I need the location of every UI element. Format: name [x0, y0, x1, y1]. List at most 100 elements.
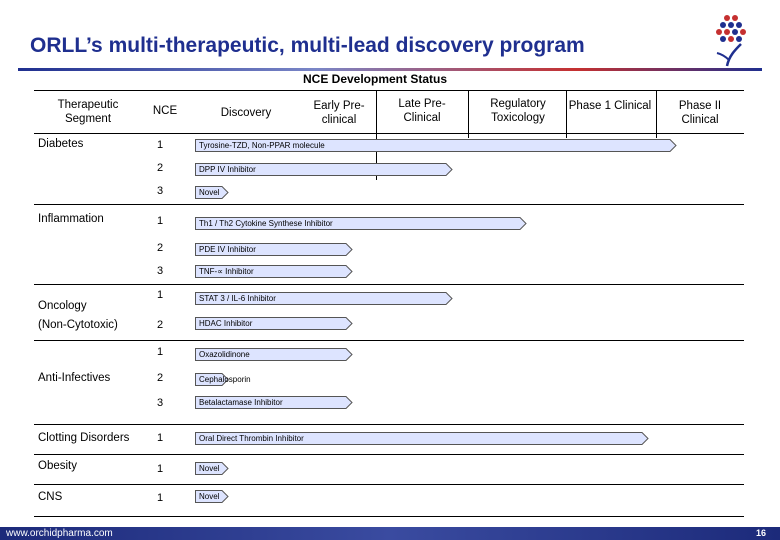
header-phase-2: Phase II Clinical [678, 100, 722, 126]
nce-number: 3 [156, 265, 164, 277]
progress-arrow: DPP IV Inhibitor [195, 163, 453, 176]
progress-arrow: Novel [195, 186, 229, 199]
page-title: ORLL’s multi-therapeutic, multi-lead dis… [30, 34, 585, 57]
header-regulatory-toxicology: Regulatory Toxicology [490, 98, 546, 124]
nce-number: 1 [156, 432, 164, 444]
segment-cns: CNS [38, 491, 63, 503]
row-divider [34, 284, 744, 285]
progress-arrow: Betalactamase Inhibitor [195, 396, 353, 409]
nce-number: 3 [156, 185, 164, 197]
nce-number: 1 [156, 346, 164, 358]
stage-divider [566, 90, 567, 138]
stage-divider [656, 90, 657, 138]
segment-clotting-disorders: Clotting Disorders [38, 432, 130, 444]
progress-arrow: Oxazolidinone [195, 348, 353, 361]
header-phase-1: Phase 1 Clinical [568, 100, 652, 112]
row-divider [34, 424, 744, 425]
nce-number: 1 [156, 463, 164, 475]
nce-number: 1 [156, 492, 164, 504]
arrow-shape [195, 348, 353, 361]
progress-arrow: Tyrosine-TZD, Non-PPAR molecule [195, 139, 677, 152]
compound-label: Novel [199, 188, 220, 197]
compound-label: Oral Direct Thrombin Inhibitor [199, 434, 304, 443]
arrow-body [195, 217, 527, 230]
segment-oncology-subtitle: (Non-Cytotoxic) [38, 319, 118, 331]
progress-arrow: Oral Direct Thrombin Inhibitor [195, 432, 649, 445]
nce-number: 1 [156, 215, 164, 227]
footer-bar: www.orchidpharma.com 16 [0, 527, 780, 540]
segment-inflammation: Inflammation [38, 213, 104, 225]
arrow-shape [195, 490, 229, 503]
compound-label: Tyrosine-TZD, Non-PPAR molecule [199, 141, 325, 150]
progress-arrow: PDE IV Inhibitor [195, 243, 353, 256]
arrow-body [195, 186, 229, 199]
progress-arrow: HDAC Inhibitor [195, 317, 353, 330]
arrow-body [195, 317, 353, 330]
arrow-body [195, 373, 229, 386]
segment-diabetes: Diabetes [38, 138, 84, 150]
title-rule [18, 68, 762, 71]
nce-number: 2 [156, 319, 164, 331]
arrow-body [195, 432, 649, 445]
arrow-shape [195, 163, 453, 176]
arrow-body [195, 490, 229, 503]
arrow-shape [195, 396, 353, 409]
compound-label: HDAC Inhibitor [199, 319, 253, 328]
compound-label: Oxazolidinone [199, 350, 250, 359]
compound-label: Th1 / Th2 Cytokine Synthese Inhibitor [199, 219, 333, 228]
table-top-border [34, 90, 744, 91]
row-divider [34, 454, 744, 455]
compound-label: STAT 3 / IL-6 Inhibitor [199, 294, 276, 303]
segment-oncology: Oncology [38, 300, 87, 312]
header-divider [34, 133, 744, 134]
stage-divider [376, 90, 377, 180]
arrow-body [195, 292, 453, 305]
arrow-body [195, 163, 453, 176]
footer-url[interactable]: www.orchidpharma.com [6, 528, 113, 539]
header-nce: NCE [152, 105, 178, 117]
compound-label: Novel [199, 464, 220, 473]
compound-label: DPP IV Inhibitor [199, 165, 256, 174]
stage-divider [468, 90, 469, 138]
row-divider [34, 340, 744, 341]
arrow-shape [195, 186, 229, 199]
nce-number: 3 [156, 397, 164, 409]
compound-label: Betalactamase Inhibitor [199, 398, 283, 407]
arrow-shape [195, 265, 353, 278]
nce-number: 1 [156, 289, 164, 301]
company-logo [716, 15, 746, 67]
table-bottom-border [34, 516, 744, 517]
header-early-preclinical: Early Pre-clinical [313, 100, 365, 126]
page-number: 16 [755, 528, 766, 538]
nce-number: 1 [156, 139, 164, 151]
nce-number: 2 [156, 162, 164, 174]
row-divider [34, 484, 744, 485]
row-divider [34, 204, 744, 205]
arrow-shape [195, 432, 649, 445]
arrow-shape [195, 462, 229, 475]
progress-arrow: STAT 3 / IL-6 Inhibitor [195, 292, 453, 305]
compound-label: PDE IV Inhibitor [199, 245, 256, 254]
progress-arrow: Novel [195, 462, 229, 475]
arrow-shape [195, 139, 677, 152]
arrow-shape [195, 243, 353, 256]
arrow-body [195, 265, 353, 278]
progress-arrow: Cephalosporin [195, 373, 251, 386]
arrow-shape [195, 217, 527, 230]
segment-anti-infectives: Anti-Infectives [38, 372, 111, 384]
arrow-body [195, 396, 353, 409]
arrow-body [195, 348, 353, 361]
header-discovery: Discovery [220, 107, 272, 119]
compound-label: Cephalosporin [199, 375, 251, 384]
header-therapeutic-segment: Therapeutic Segment [57, 99, 119, 125]
arrow-body [195, 139, 677, 152]
arrow-body [195, 243, 353, 256]
progress-arrow: TNF-∝ Inhibitor [195, 265, 353, 278]
progress-arrow: Novel [195, 490, 229, 503]
nce-number: 2 [156, 242, 164, 254]
arrow-shape [195, 373, 229, 386]
progress-arrow: Th1 / Th2 Cytokine Synthese Inhibitor [195, 217, 527, 230]
compound-label: Novel [199, 492, 220, 501]
arrow-shape [195, 292, 453, 305]
nce-number: 2 [156, 372, 164, 384]
